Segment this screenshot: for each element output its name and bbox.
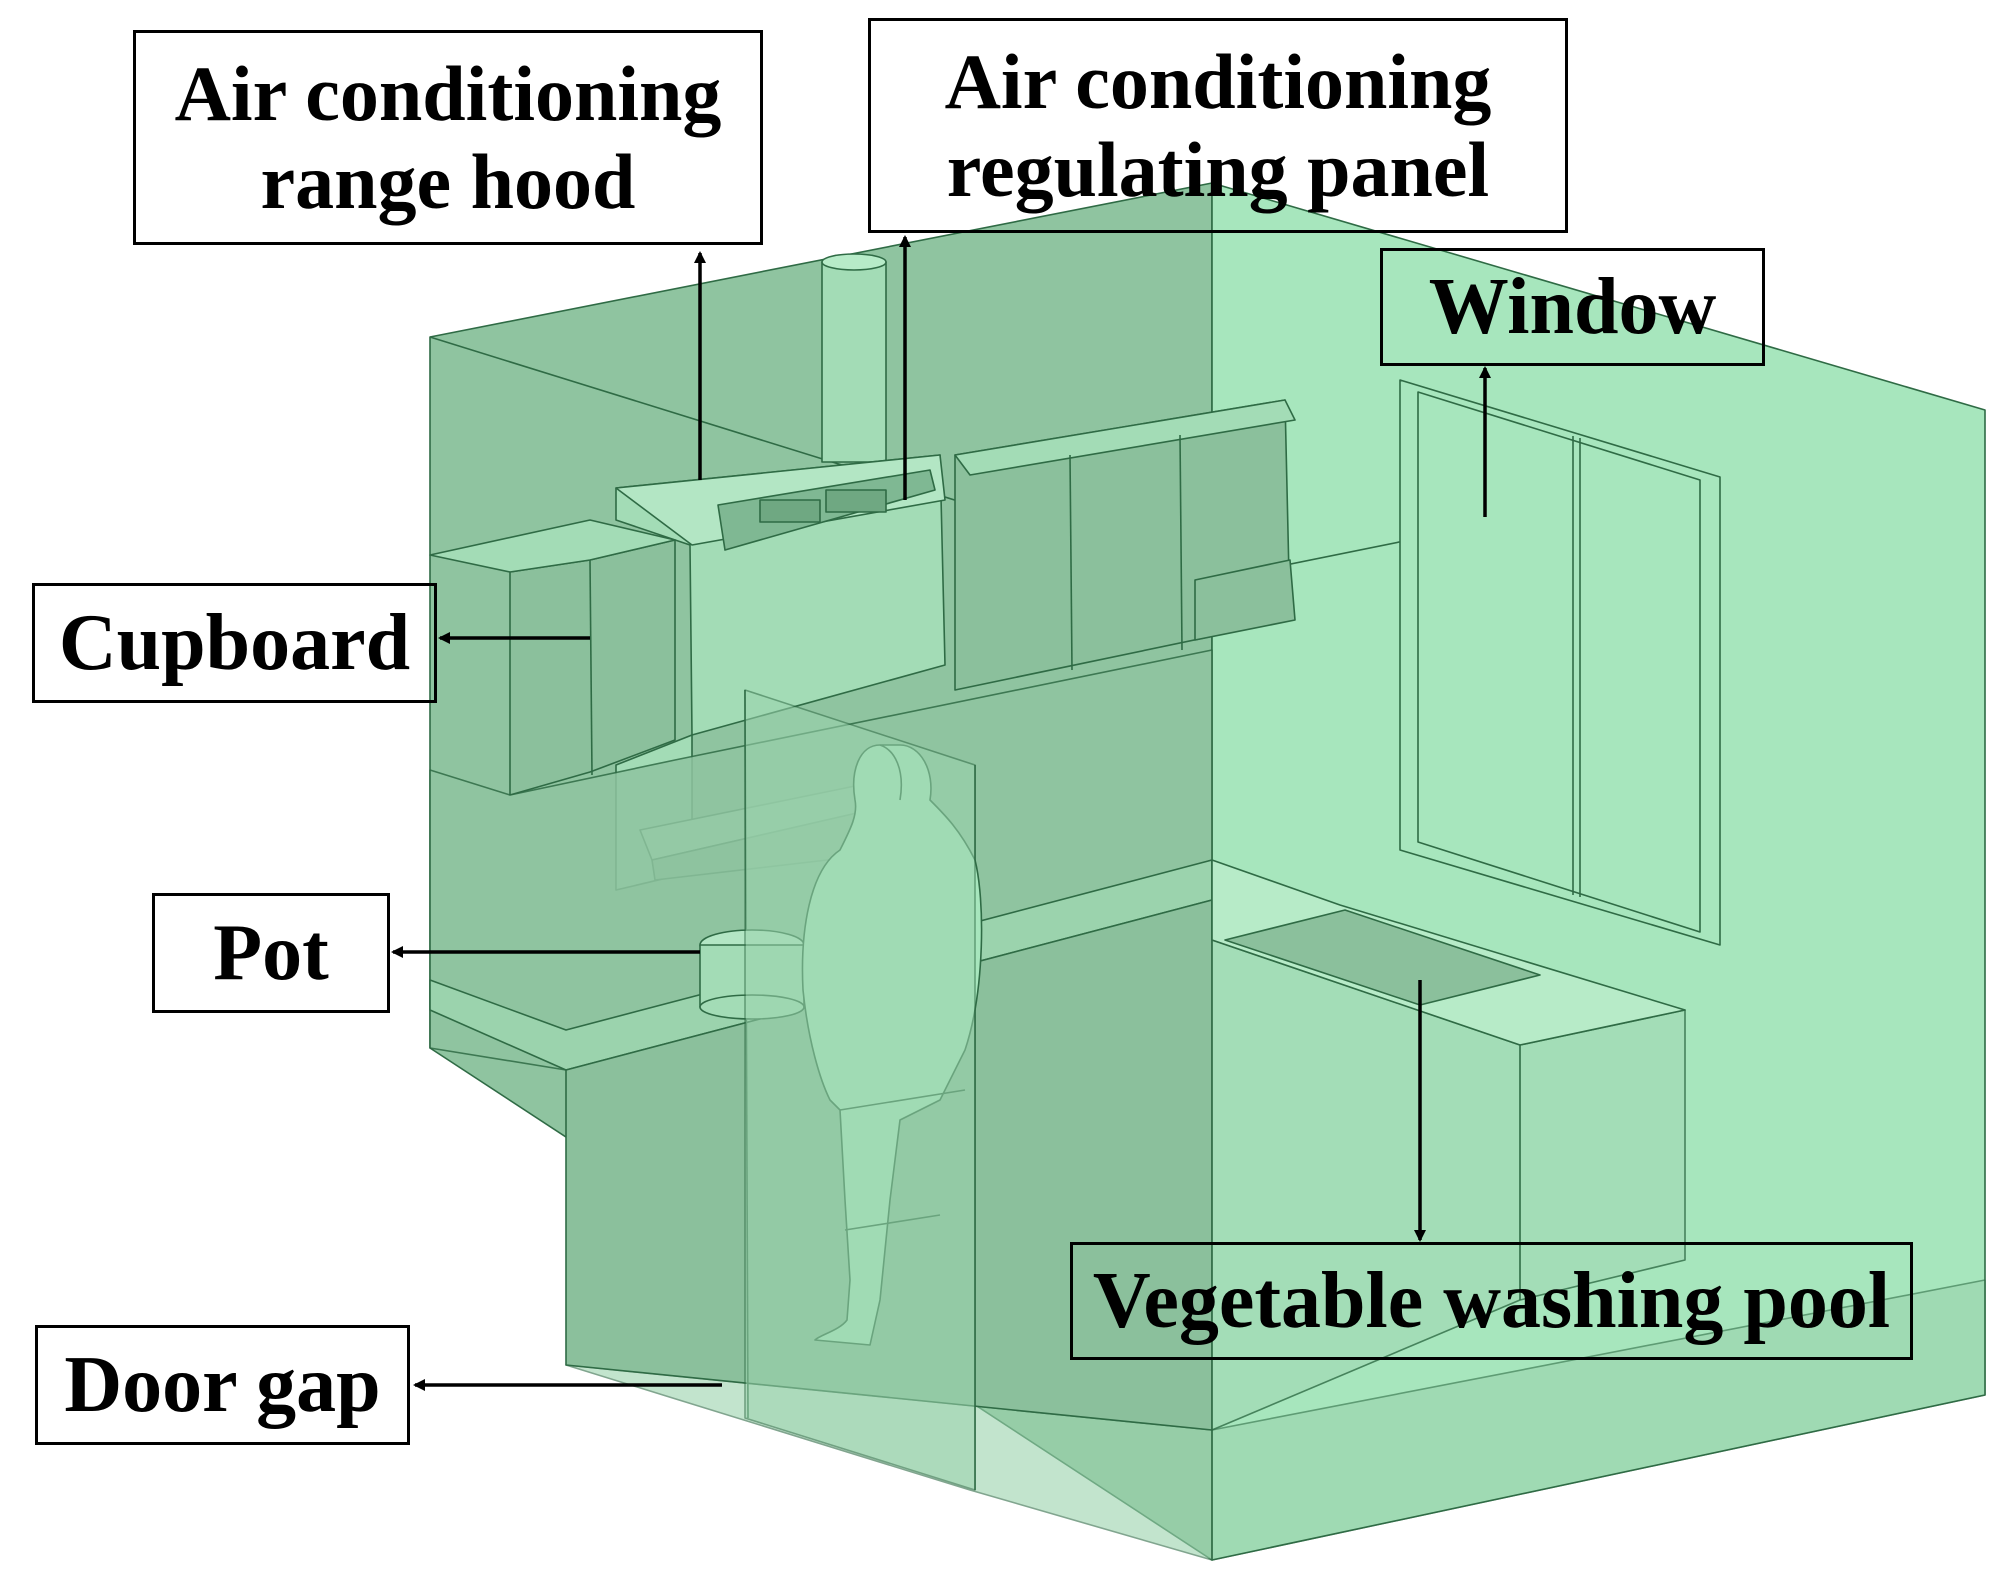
label-range-hood-line2: range hood xyxy=(260,137,636,225)
label-pot: Pot xyxy=(152,893,390,1013)
window xyxy=(1399,379,1721,946)
door-gap-panel xyxy=(744,689,976,1491)
label-door-gap: Door gap xyxy=(35,1325,410,1445)
label-regulating-panel-line1: Air conditioning xyxy=(944,38,1492,126)
label-regulating-panel: Air conditioning regulating panel xyxy=(868,18,1568,233)
label-cupboard: Cupboard xyxy=(32,583,437,703)
label-door-gap-text: Door gap xyxy=(64,1340,381,1429)
label-regulating-panel-line2: regulating panel xyxy=(946,125,1490,213)
vegetable-washing-pool xyxy=(1224,909,1541,1006)
label-vegetable-pool: Vegetable washing pool xyxy=(1070,1242,1913,1360)
label-range-hood: Air conditioning range hood xyxy=(133,30,763,245)
label-window-text: Window xyxy=(1428,262,1717,351)
label-range-hood-line1: Air conditioning xyxy=(174,50,722,138)
label-window: Window xyxy=(1380,248,1765,366)
label-vegetable-pool-text: Vegetable washing pool xyxy=(1092,1256,1891,1345)
range-hood-chimney xyxy=(821,261,887,463)
label-cupboard-text: Cupboard xyxy=(58,598,411,687)
label-pot-text: Pot xyxy=(213,908,329,997)
